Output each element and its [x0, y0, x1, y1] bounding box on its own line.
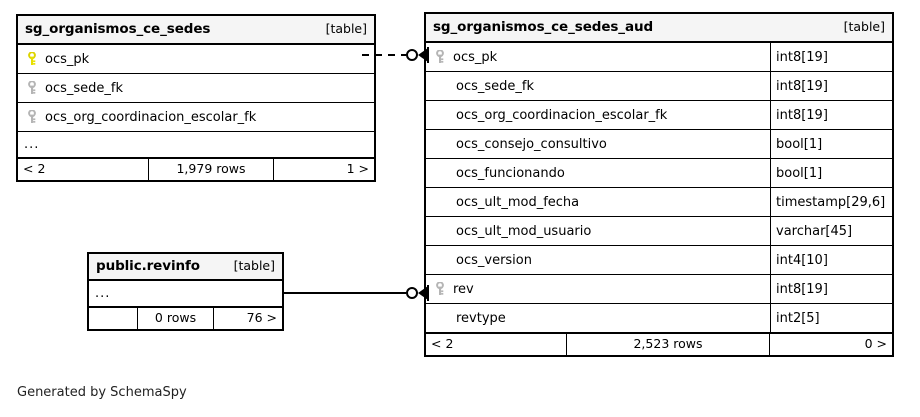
- prev-tables-link[interactable]: < 2: [431, 336, 454, 352]
- column-name: rev: [453, 281, 474, 297]
- table-row[interactable]: ocs_org_coordinacion_escolar_fk int8[19]: [426, 101, 892, 130]
- prev-tables-link[interactable]: < 2: [23, 161, 46, 177]
- relationship-sedes-to-aud: [362, 47, 429, 63]
- column-name-cell: revtype: [426, 304, 770, 332]
- row-count: 2,523 rows: [566, 334, 770, 355]
- table-row[interactable]: rev int8[19]: [426, 275, 892, 304]
- column-name-cell: ocs_ult_mod_fecha: [426, 188, 770, 216]
- crows-foot-marker: [418, 48, 428, 62]
- column-type: int8[19]: [770, 275, 892, 303]
- foreign-key-icon: [26, 80, 38, 95]
- column-type: int8[19]: [770, 101, 892, 129]
- table-row[interactable]: ocs_pk int8[19]: [426, 43, 892, 72]
- zero-cardinality-circle: [406, 287, 418, 299]
- table-row[interactable]: ocs_sede_fk int8[19]: [426, 72, 892, 101]
- table-public-revinfo[interactable]: public.revinfo [table] ... 0 rows 76 >: [87, 252, 284, 331]
- column-name-cell: ocs_pk: [18, 45, 374, 73]
- column-name: ocs_pk: [453, 49, 498, 65]
- column-type: int8[19]: [770, 43, 892, 71]
- table-sg-organismos-ce-sedes[interactable]: sg_organismos_ce_sedes [table] ocs_pk: [16, 14, 376, 182]
- column-type: varchar[45]: [770, 217, 892, 245]
- table-header: sg_organismos_ce_sedes_aud [table]: [426, 14, 892, 43]
- table-row[interactable]: ocs_version int4[10]: [426, 246, 892, 275]
- column-name: ocs_ult_mod_usuario: [456, 223, 592, 239]
- column-type: int2[5]: [770, 304, 892, 332]
- column-type: bool[1]: [770, 159, 892, 187]
- column-type: int4[10]: [770, 246, 892, 274]
- table-row[interactable]: ocs_ult_mod_usuario varchar[45]: [426, 217, 892, 246]
- table-row[interactable]: ocs_sede_fk: [18, 74, 374, 103]
- column-name: revtype: [456, 310, 506, 326]
- table-row[interactable]: ocs_pk: [18, 45, 374, 74]
- column-name: ocs_version: [456, 252, 532, 268]
- table-footer: 0 rows 76 >: [89, 307, 282, 329]
- column-name-cell: ocs_version: [426, 246, 770, 274]
- table-row[interactable]: ocs_org_coordinacion_escolar_fk: [18, 103, 374, 132]
- generated-by-caption: Generated by SchemaSpy: [17, 385, 187, 400]
- column-name-cell: ocs_sede_fk: [426, 72, 770, 100]
- table-row[interactable]: ocs_ult_mod_fecha timestamp[29,6]: [426, 188, 892, 217]
- column-name-cell: ocs_pk: [426, 43, 770, 71]
- column-name: ocs_sede_fk: [45, 80, 123, 96]
- column-name: ocs_ult_mod_fecha: [456, 194, 580, 210]
- table-footer: < 2 1,979 rows 1 >: [18, 158, 374, 180]
- column-type: bool[1]: [770, 130, 892, 158]
- column-name: ocs_pk: [45, 51, 90, 67]
- next-tables-link[interactable]: 0 >: [864, 336, 887, 352]
- column-name: ocs_org_coordinacion_escolar_fk: [45, 109, 257, 125]
- column-name: ocs_sede_fk: [456, 78, 534, 94]
- primary-key-icon: [26, 51, 38, 66]
- table-type-tag: [table]: [843, 19, 885, 35]
- column-name-cell: ocs_org_coordinacion_escolar_fk: [18, 103, 374, 131]
- column-type: timestamp[29,6]: [770, 188, 892, 216]
- row-count: 1,979 rows: [148, 159, 274, 180]
- table-type-tag: [table]: [325, 21, 367, 37]
- column-name: ocs_funcionando: [456, 165, 565, 181]
- foreign-key-icon: [26, 109, 38, 124]
- relationship-revinfo-to-aud: [282, 285, 429, 301]
- foreign-key-icon: [434, 49, 446, 64]
- next-tables-link[interactable]: 1 >: [346, 161, 369, 177]
- row-count: 0 rows: [137, 308, 214, 329]
- next-tables-link[interactable]: 76 >: [246, 310, 277, 326]
- column-name-cell: ocs_org_coordinacion_escolar_fk: [426, 101, 770, 129]
- table-row[interactable]: ocs_funcionando bool[1]: [426, 159, 892, 188]
- table-header: public.revinfo [table]: [89, 254, 282, 281]
- table-row[interactable]: revtype int2[5]: [426, 304, 892, 333]
- table-title: sg_organismos_ce_sedes_aud: [433, 18, 654, 35]
- foreign-key-icon: [434, 281, 446, 296]
- column-name-cell: ocs_consejo_consultivo: [426, 130, 770, 158]
- crows-foot-marker: [418, 286, 428, 300]
- column-name: ocs_consejo_consultivo: [456, 136, 607, 152]
- table-title: public.revinfo: [96, 257, 200, 274]
- zero-cardinality-circle: [406, 49, 418, 61]
- more-columns-ellipsis[interactable]: ...: [18, 132, 374, 158]
- more-columns-ellipsis[interactable]: ...: [89, 281, 282, 307]
- table-sg-organismos-ce-sedes-aud[interactable]: sg_organismos_ce_sedes_aud [table] ocs_p…: [424, 12, 894, 357]
- column-name-cell: ocs_ult_mod_usuario: [426, 217, 770, 245]
- table-row[interactable]: ocs_consejo_consultivo bool[1]: [426, 130, 892, 159]
- column-name-cell: ocs_sede_fk: [18, 74, 374, 102]
- table-header: sg_organismos_ce_sedes [table]: [18, 16, 374, 45]
- prev-tables-link[interactable]: [89, 308, 137, 329]
- column-name-cell: ocs_funcionando: [426, 159, 770, 187]
- column-name: ocs_org_coordinacion_escolar_fk: [456, 107, 668, 123]
- table-footer: < 2 2,523 rows 0 >: [426, 333, 892, 355]
- column-type: int8[19]: [770, 72, 892, 100]
- table-title: sg_organismos_ce_sedes: [25, 20, 211, 37]
- column-name-cell: rev: [426, 275, 770, 303]
- table-type-tag: [table]: [233, 258, 275, 274]
